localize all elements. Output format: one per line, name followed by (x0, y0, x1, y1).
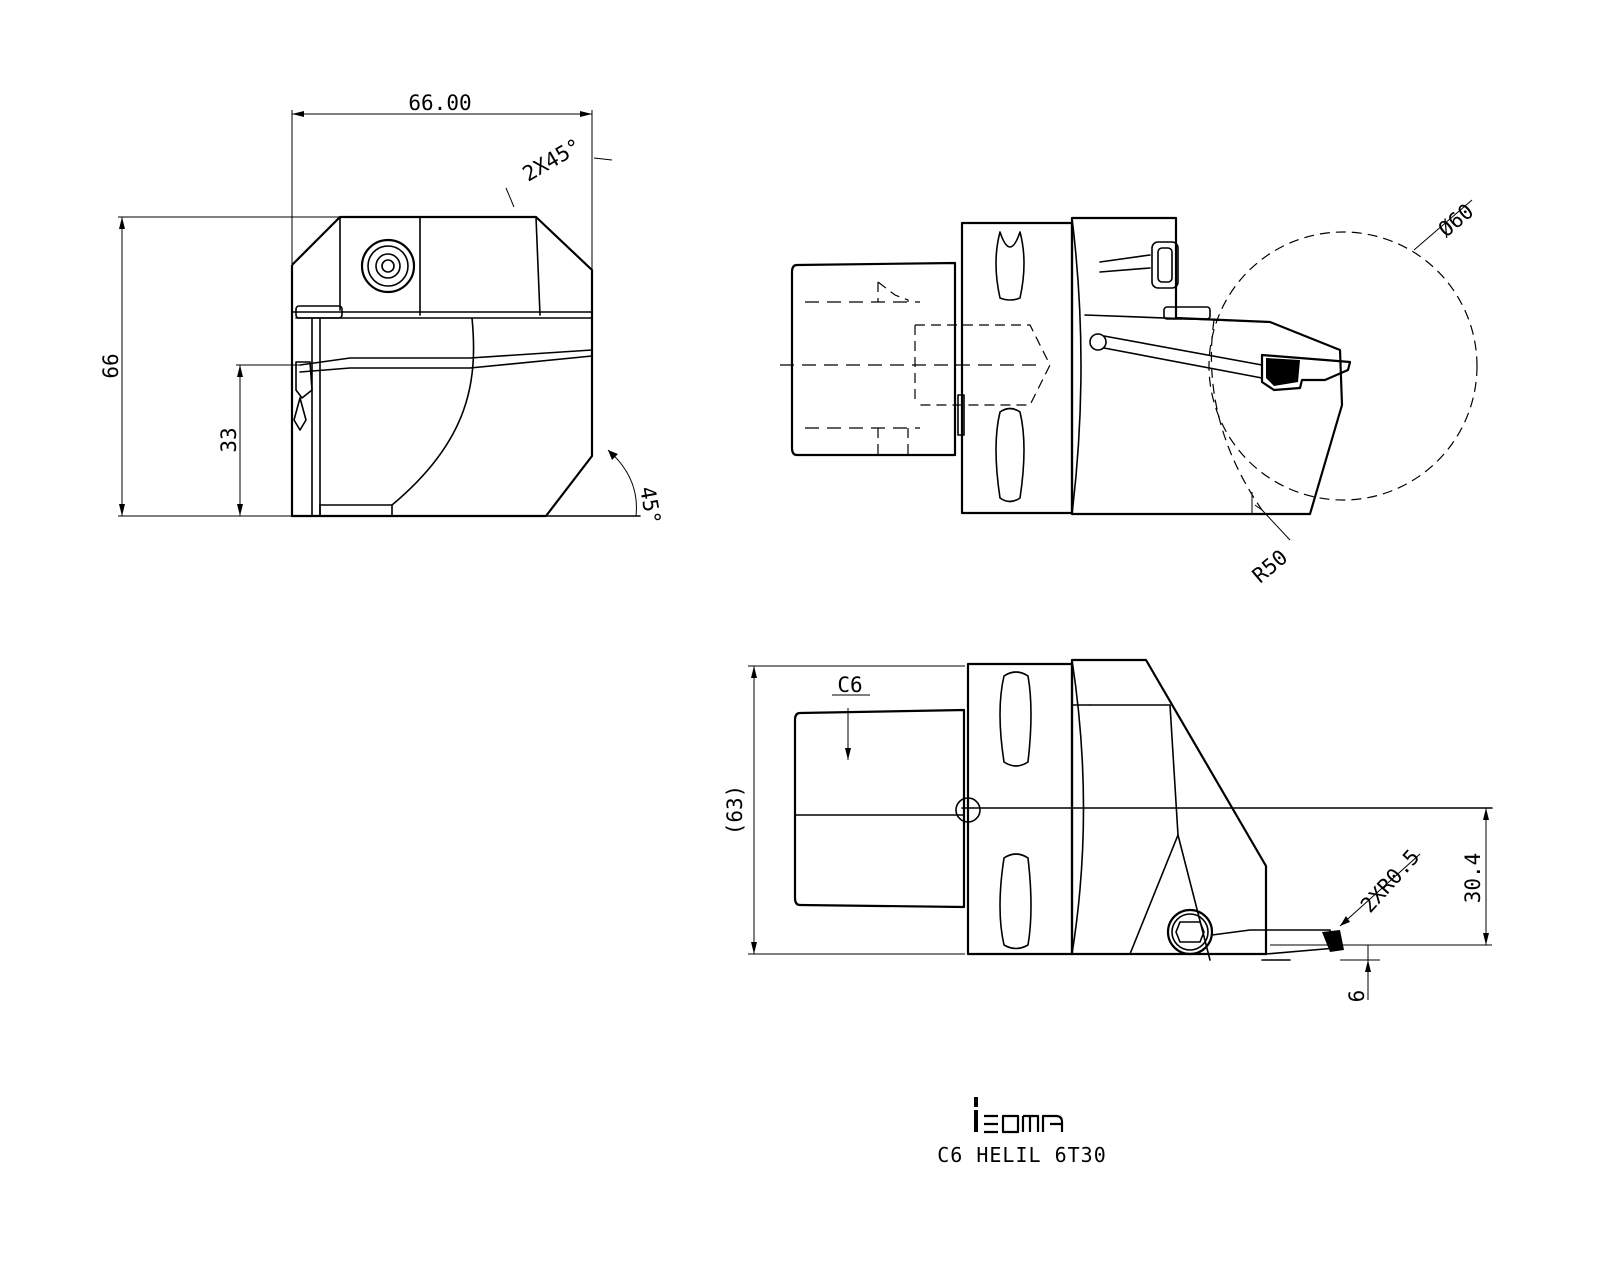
dim-overall-height: (63) (723, 785, 747, 836)
dim-angle-45: 45° (635, 485, 665, 527)
dim-width: 66.00 (408, 91, 471, 115)
top-view (748, 658, 1493, 1000)
dim-corner-radius: 2XR0.5 (1356, 845, 1425, 917)
dim-insert-width: 6 (1345, 990, 1369, 1003)
front-view (118, 110, 641, 518)
dim-radius: R50 (1248, 545, 1292, 588)
side-view (780, 199, 1478, 541)
dim-chamfer: 2X45° (519, 134, 586, 186)
part-number: C6 HELIL 6T30 (937, 1143, 1107, 1167)
dim-center-height: 30.4 (1461, 853, 1485, 904)
dim-height-66: 66 (99, 353, 123, 378)
brand-logo (974, 1097, 1064, 1134)
dim-height-33: 33 (217, 427, 241, 452)
dim-connection: C6 (837, 673, 862, 697)
dim-diameter: Ø60 (1434, 199, 1478, 242)
